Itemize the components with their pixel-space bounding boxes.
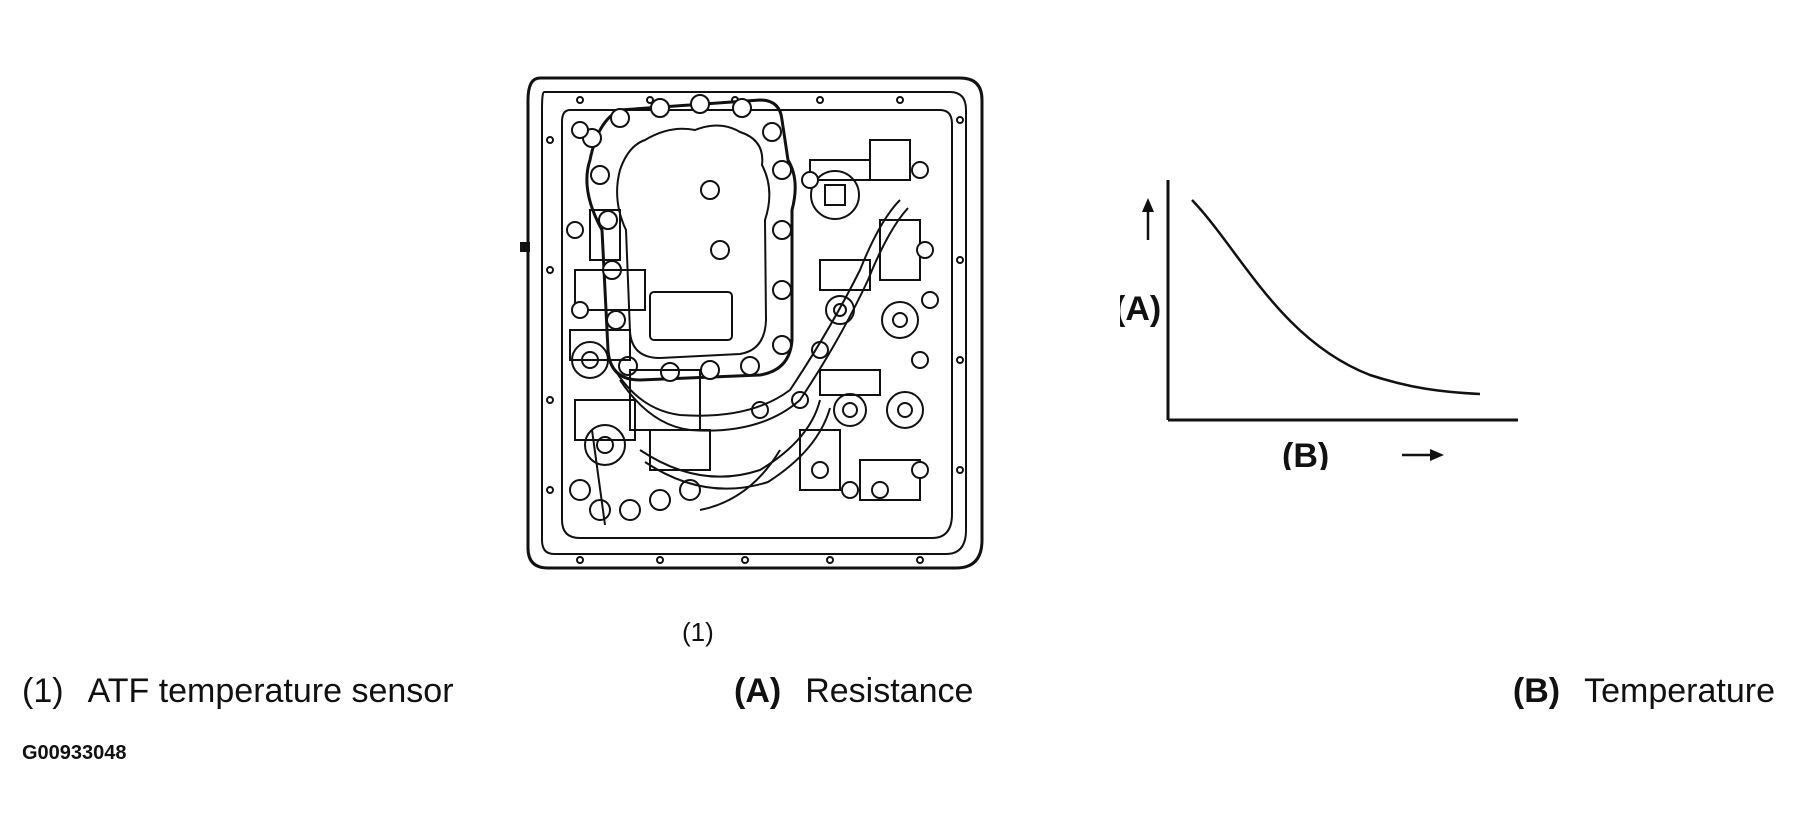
legend-key-b: (B) xyxy=(1512,672,1561,710)
y-axis-arrow-icon xyxy=(1142,198,1154,240)
legend-text-b: Temperature xyxy=(1584,672,1775,710)
legend-text-1: ATF temperature sensor xyxy=(87,672,454,710)
legend-text-a: Resistance xyxy=(805,672,974,710)
legend-key-1: (1) xyxy=(22,672,64,710)
pan-flange-outline xyxy=(526,76,984,570)
legend-item-a: (A) Resistance xyxy=(734,672,973,711)
resistance-temperature-graph: (A) (B) xyxy=(1120,180,1518,470)
resistance-temperature-curve xyxy=(1191,199,1481,396)
callout-1-label: (1) xyxy=(682,617,714,647)
gasket-plate xyxy=(585,98,797,382)
callout-1-leader xyxy=(591,429,606,526)
legend-item-1: (1) ATF temperature sensor xyxy=(22,672,454,711)
graph-x-axis-label: (B) xyxy=(1282,437,1329,470)
legend-item-b: (B) Temperature xyxy=(1513,672,1775,711)
graph-y-axis-label: (A) xyxy=(1120,290,1161,328)
gasket-window xyxy=(649,291,733,341)
figure-code: G00933048 xyxy=(22,742,127,764)
valve-body-illustration xyxy=(520,76,984,570)
legend-key-a: (A) xyxy=(734,672,782,710)
x-axis-arrow-icon xyxy=(1402,449,1444,461)
